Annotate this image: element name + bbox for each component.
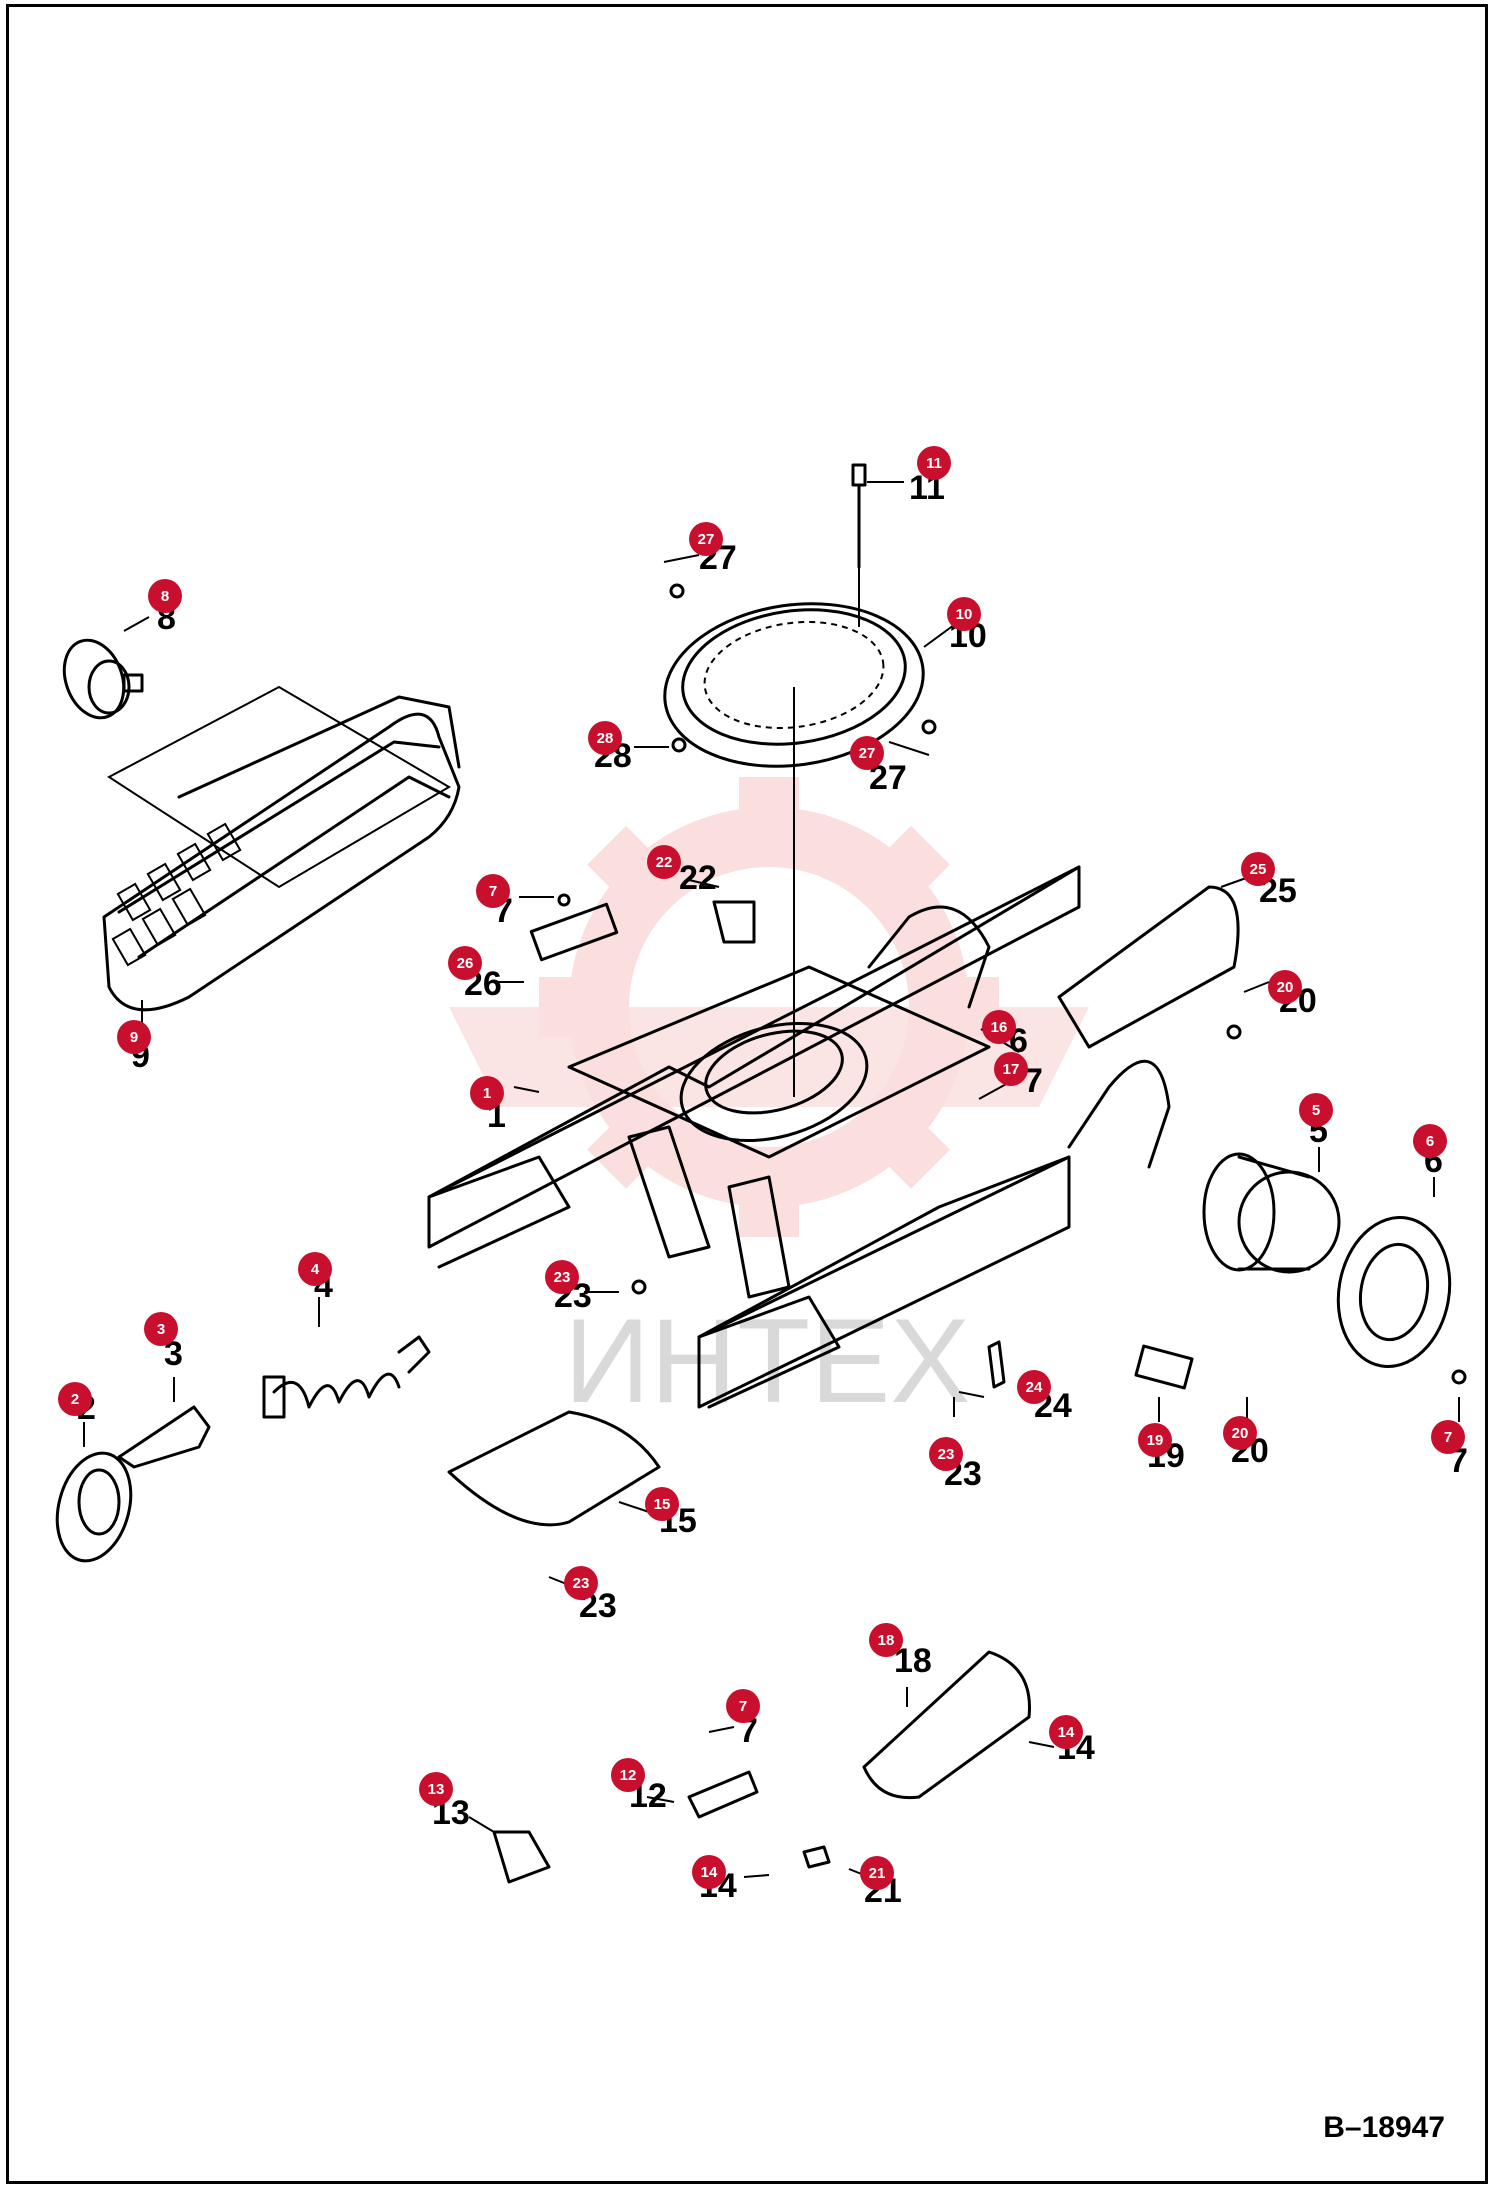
part-number-labels: 11 27 8 10 28 27 22 7 25 26 20 6 9 7 1 5… [77,469,1468,1910]
callout-badges: 11 27 8 10 28 27 22 7 25 26 20 16 17 9 1… [58,446,1465,1890]
callout-badge: 20 [1268,970,1302,1004]
callout-badge: 13 [419,1772,453,1806]
callout-badge: 5 [1299,1093,1333,1127]
svg-text:23: 23 [554,1269,571,1286]
callout-badge: 9 [117,1020,151,1054]
svg-text:28: 28 [597,730,614,747]
svg-text:24: 24 [1026,1379,1043,1396]
svg-text:3: 3 [157,1321,165,1338]
callout-badge: 10 [947,597,981,631]
roller-8-part [62,638,144,720]
exploded-parts-drawing: ИНТЕХ [55,446,1468,1910]
callout-badge: 14 [692,1855,726,1889]
svg-text:17: 17 [1003,1061,1020,1078]
callout-badge: 4 [298,1252,332,1286]
svg-text:12: 12 [620,1767,637,1784]
label-22: 22 [679,859,717,897]
callout-badge: 15 [645,1487,679,1521]
small-parts [492,583,1467,1884]
callout-badge: 23 [929,1437,963,1471]
travel-motor-part [1202,1152,1341,1274]
svg-text:21: 21 [869,1865,886,1882]
svg-text:6: 6 [1426,1133,1434,1150]
svg-text:27: 27 [698,531,715,548]
callout-badge: 16 [982,1010,1016,1044]
callout-badge: 7 [726,1689,760,1723]
callout-badge: 12 [611,1758,645,1792]
diagram-frame: ИНТЕХ [6,4,1488,2184]
callout-badge: 6 [1413,1124,1447,1158]
under-cover-15-part [447,1410,661,1527]
callout-badge: 8 [148,579,182,613]
svg-text:13: 13 [428,1781,445,1798]
svg-text:19: 19 [1147,1432,1164,1449]
callout-badge: 25 [1241,852,1275,886]
svg-text:5: 5 [1312,1102,1320,1119]
callout-badge: 27 [689,522,723,556]
svg-text:22: 22 [656,854,673,871]
callout-badge: 11 [917,446,951,480]
callout-badge: 27 [850,736,884,770]
svg-text:27: 27 [859,745,876,762]
idler-part [55,1451,133,1563]
leader-lines [83,481,1460,1878]
callout-badge: 22 [647,845,681,879]
svg-text:7: 7 [1444,1429,1452,1446]
svg-text:7: 7 [489,883,497,900]
svg-text:8: 8 [161,588,169,605]
tension-spring-part [262,1335,431,1419]
callout-badge: 28 [588,721,622,755]
cover-plate-25-part [1057,885,1240,1049]
svg-text:23: 23 [573,1575,590,1592]
yoke-part [117,1405,211,1469]
callout-badge: 14 [1049,1715,1083,1749]
callout-badge: 20 [1223,1416,1257,1450]
callout-badge: 23 [564,1566,598,1600]
callout-badge: 17 [994,1052,1028,1086]
svg-text:9: 9 [130,1029,138,1046]
callout-badge: 2 [58,1382,92,1416]
bolt-11-part [851,463,867,627]
label-3: 3 [164,1335,183,1373]
callout-badge: 18 [869,1623,903,1657]
rubber-track-part [102,685,461,1012]
cover-18-part [862,1650,1031,1800]
svg-text:15: 15 [654,1496,671,1513]
label-7-b: 7 [1024,1062,1043,1100]
svg-text:1: 1 [483,1085,491,1102]
callout-badge: 3 [144,1312,178,1346]
track-frame-part [427,865,1171,1409]
callout-badge: 1 [470,1076,504,1110]
svg-text:20: 20 [1277,979,1294,996]
callout-badge: 7 [476,874,510,908]
callout-badge: 21 [860,1856,894,1890]
svg-text:23: 23 [938,1446,955,1463]
drawing-reference-number: B–18947 [1323,2111,1445,2144]
svg-text:14: 14 [1058,1724,1075,1741]
callout-badge: 24 [1017,1370,1051,1404]
svg-text:20: 20 [1232,1425,1249,1442]
svg-text:18: 18 [878,1632,895,1649]
svg-text:26: 26 [457,955,474,972]
svg-text:16: 16 [991,1019,1008,1036]
svg-text:7: 7 [739,1698,747,1715]
svg-text:14: 14 [701,1864,718,1881]
svg-text:11: 11 [926,455,942,472]
svg-text:2: 2 [71,1391,79,1408]
sprocket-part [1336,1216,1452,1368]
slewing-ring-part [663,602,925,1097]
callout-badge: 7 [1431,1420,1465,1454]
callout-badge: 26 [448,946,482,980]
watermark-text: ИНТЕХ [564,1294,970,1428]
svg-text:25: 25 [1250,861,1267,878]
svg-text:10: 10 [956,606,973,623]
callout-badge: 23 [545,1260,579,1294]
svg-text:4: 4 [311,1261,320,1278]
callout-badge: 19 [1138,1423,1172,1457]
